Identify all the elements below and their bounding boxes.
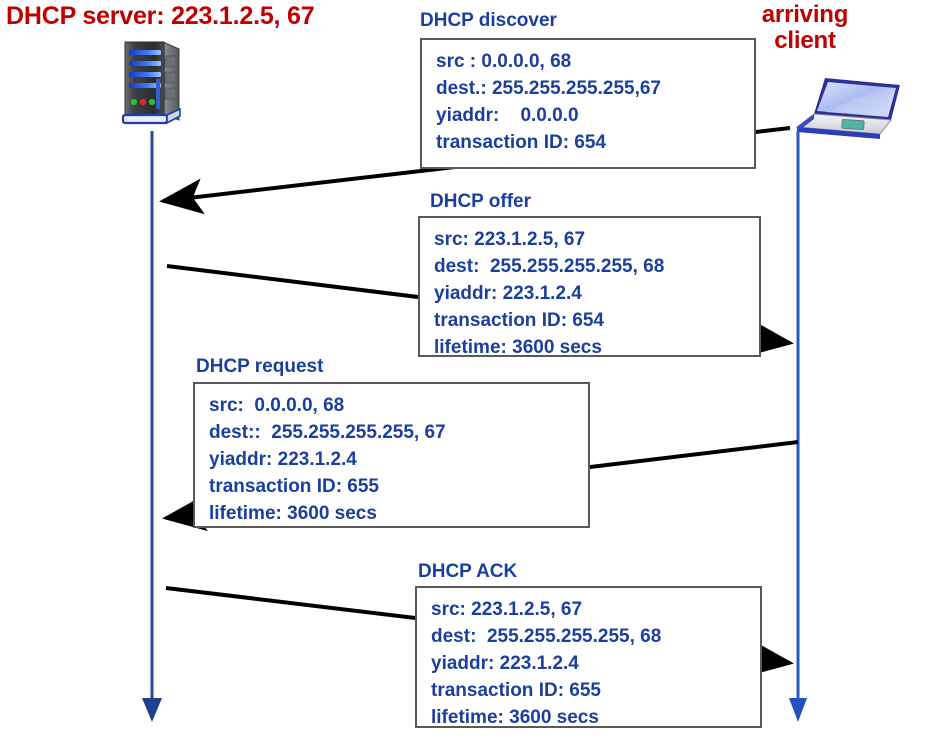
dhcp-request-line-2: dest:: 255.255.255.255, 67 bbox=[209, 422, 446, 443]
client-lifeline-arrowhead bbox=[789, 698, 807, 722]
dhcp-discover-line-1: src : 0.0.0.0, 68 bbox=[436, 51, 572, 72]
dhcp-offer-line-4: transaction ID: 654 bbox=[434, 310, 604, 331]
dhcp-offer-line-2: dest: 255.255.255.255, 68 bbox=[434, 256, 665, 277]
label-dhcp-request: DHCP request bbox=[196, 356, 324, 377]
server-lifeline-arrowhead bbox=[142, 698, 162, 722]
label-dhcp-discover: DHCP discover bbox=[420, 10, 557, 31]
dhcp-ack-line-4: transaction ID: 655 bbox=[431, 680, 601, 701]
message-box-dhcp-request: src: 0.0.0.0, 68 dest:: 255.255.255.255,… bbox=[193, 382, 590, 528]
dhcp-offer-line-1: src: 223.1.2.5, 67 bbox=[434, 229, 586, 250]
dhcp-offer-line-3: yiaddr: 223.1.2.4 bbox=[434, 283, 582, 304]
dhcp-ack-line-5: lifetime: 3600 secs bbox=[431, 707, 599, 728]
laptop-icon bbox=[784, 74, 912, 140]
message-box-dhcp-offer: src: 223.1.2.5, 67 dest: 255.255.255.255… bbox=[418, 216, 761, 358]
dhcp-discover-line-2: dest.: 255.255.255.255,67 bbox=[436, 78, 662, 99]
dhcp-ack-line-2: dest: 255.255.255.255, 68 bbox=[431, 626, 662, 647]
client-title-line1: arriving bbox=[761, 1, 849, 28]
client-title-label: arriving client bbox=[730, 2, 880, 54]
label-dhcp-ack: DHCP ACK bbox=[418, 561, 518, 582]
label-dhcp-offer: DHCP offer bbox=[430, 191, 531, 212]
dhcp-discover-line-4: transaction ID: 654 bbox=[436, 132, 606, 153]
server-tower-icon bbox=[113, 36, 191, 130]
message-box-dhcp-discover: src : 0.0.0.0, 68 dest.: 255.255.255.255… bbox=[420, 38, 756, 169]
server-title-label: DHCP server: 223.1.2.5, 67 bbox=[6, 2, 315, 30]
dhcp-discover-line-3: yiaddr: 0.0.0.0 bbox=[436, 105, 579, 126]
dhcp-ack-line-3: yiaddr: 223.1.2.4 bbox=[431, 653, 579, 674]
dhcp-ack-line-1: src: 223.1.2.5, 67 bbox=[431, 599, 583, 620]
dhcp-request-line-3: yiaddr: 223.1.2.4 bbox=[209, 449, 357, 470]
message-box-dhcp-ack: src: 223.1.2.5, 67 dest: 255.255.255.255… bbox=[415, 586, 762, 728]
dhcp-request-line-4: transaction ID: 655 bbox=[209, 476, 379, 497]
client-title-line2: client bbox=[774, 27, 836, 54]
dhcp-request-line-5: lifetime: 3600 secs bbox=[209, 503, 377, 524]
dhcp-offer-line-5: lifetime: 3600 secs bbox=[434, 337, 602, 358]
dhcp-request-line-1: src: 0.0.0.0, 68 bbox=[209, 395, 345, 416]
